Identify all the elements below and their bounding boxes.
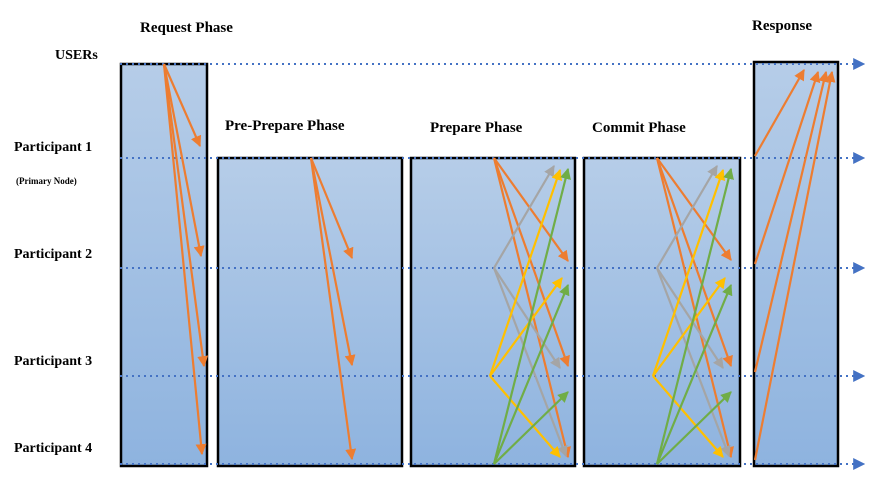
prepare-p4-to-p2 (492, 283, 570, 465)
preprepare-arrow-p3 (309, 157, 356, 367)
commit-p3-to-p1 (651, 168, 726, 377)
commit-phase-label: Commit Phase (592, 120, 686, 136)
commit-arrows (651, 157, 734, 465)
response-arrow-p2 (753, 70, 821, 265)
participant-lanes (120, 58, 866, 470)
request-arrow-p1 (162, 63, 202, 148)
commit-p1-to-p4 (655, 157, 734, 459)
prepare-p4-to-p1 (492, 167, 571, 465)
preprepare-phase-box (216, 156, 404, 468)
primary-node-note: (Primary Node) (16, 176, 77, 186)
request-arrows (162, 63, 209, 456)
commit-p2-to-p3 (656, 267, 724, 369)
participant-3-label: Participant 3 (14, 354, 93, 369)
commit-p1-to-p3 (655, 157, 733, 368)
prepare-phase-label: Prepare Phase (430, 120, 523, 136)
response-arrow-p1 (754, 69, 805, 157)
response-arrows (753, 69, 836, 461)
response-arrow-p3 (753, 70, 830, 373)
request-arrow-p3 (162, 63, 209, 368)
prepare-p1-to-p3 (492, 157, 570, 368)
prepare-arrows (488, 157, 571, 465)
participant-4-label: Participant 4 (14, 441, 93, 456)
commit-p2-to-p1 (656, 165, 718, 269)
prepare-p2-to-p3 (493, 267, 561, 369)
commit-phase-box (582, 156, 742, 468)
request-phase-label: Request Phase (140, 20, 233, 36)
prepare-p3-to-p1 (488, 168, 563, 377)
participant-2-label: Participant 2 (14, 247, 93, 262)
users-row-label: USERs (55, 48, 98, 63)
commit-p1-to-p2 (656, 157, 732, 261)
prepare-p3-to-p2 (489, 277, 563, 377)
preprepare-arrow-p2 (309, 157, 354, 260)
request-arrow-p2 (162, 63, 205, 258)
commit-p4-to-p1 (655, 167, 734, 465)
preprepare-phase-label: Pre-Prepare Phase (225, 118, 345, 134)
commit-p3-to-p4 (652, 375, 724, 458)
participant-1-label: Participant 1 (14, 140, 93, 155)
response-phase-label: Response (752, 18, 813, 34)
preprepare-arrows (309, 157, 357, 461)
response-arrow-p4 (753, 70, 836, 461)
prepare-p2-to-p4 (492, 267, 568, 458)
prepare-p4-to-p3 (493, 391, 569, 465)
preprepare-arrow-p4 (309, 157, 357, 461)
prepare-p1-to-p4 (492, 157, 571, 459)
prepare-p3-to-p4 (489, 375, 561, 458)
prepare-phase-box (409, 156, 577, 468)
prepare-p1-to-p2 (493, 157, 569, 262)
commit-p3-to-p2 (652, 277, 726, 377)
commit-p4-to-p2 (655, 283, 733, 465)
request-phase-box (119, 62, 209, 468)
prepare-p2-to-p1 (493, 165, 555, 269)
commit-p4-to-p3 (656, 391, 732, 465)
request-arrow-p4 (162, 63, 207, 456)
commit-p2-to-p4 (655, 267, 731, 458)
phase-boxes (119, 60, 840, 468)
